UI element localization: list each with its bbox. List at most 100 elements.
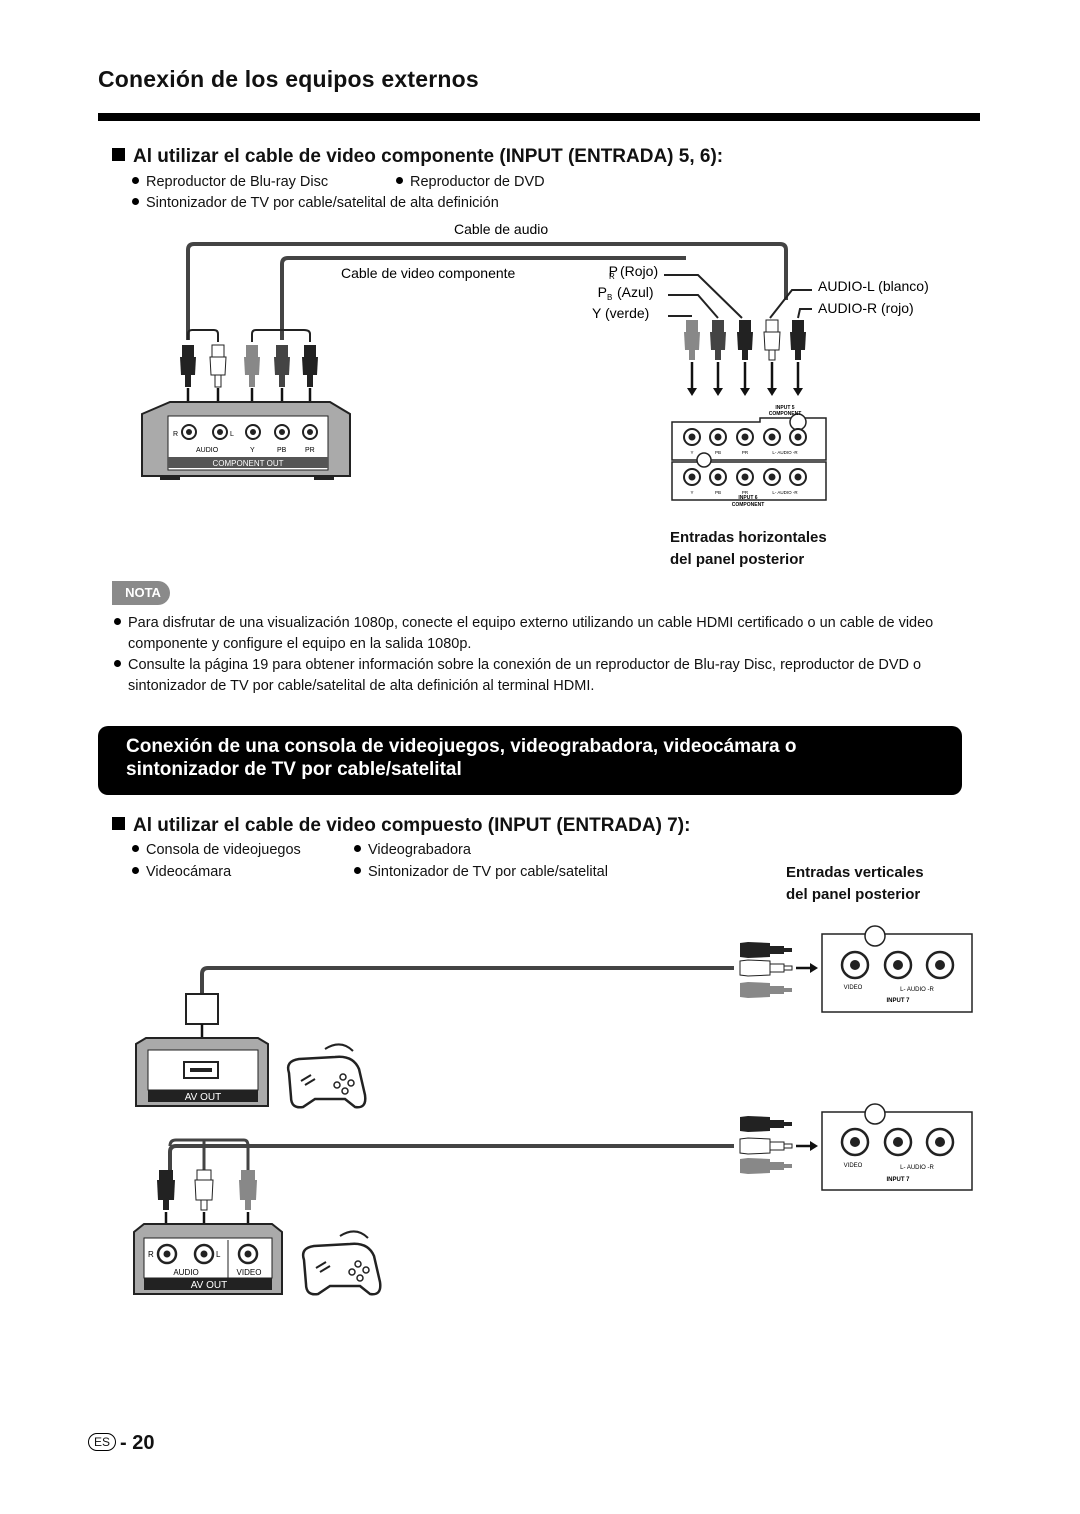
input5-label: INPUT 5 bbox=[775, 405, 794, 411]
vertical-inputs-caption: Entradas verticales del panel posterior bbox=[786, 862, 924, 906]
cable-bundle-lines bbox=[187, 274, 812, 342]
game-console-2 bbox=[133, 1223, 283, 1295]
banner-line: sintonizador de TV por cable/satelital bbox=[126, 759, 462, 780]
input6-component-label: COMPONENT bbox=[732, 502, 765, 508]
device-pb-label: PB bbox=[277, 447, 287, 454]
tv6-y-label: Y bbox=[690, 490, 693, 495]
section1-heading-text: Al utilizar el cable de video componente… bbox=[133, 146, 724, 167]
note-text: Consulte la página 19 para obtener infor… bbox=[128, 657, 922, 694]
device-l-label: L bbox=[230, 431, 234, 438]
cable-split bbox=[168, 1138, 250, 1170]
video-label: VIDEO bbox=[844, 985, 863, 991]
title-rule bbox=[98, 113, 980, 121]
audio-cable bbox=[186, 242, 788, 340]
section-banner: Conexión de una consola de videojuegos, … bbox=[98, 726, 962, 795]
pb-sub-label: B bbox=[607, 293, 612, 302]
section2-heading: Al utilizar el cable de video compuesto … bbox=[112, 815, 690, 837]
input5-component-label: COMPONENT bbox=[769, 411, 802, 417]
component-connection-diagram: R L AUDIO Y PB PR COMPONENT OUT Cable de… bbox=[141, 221, 929, 508]
caption-line: del panel posterior bbox=[670, 551, 805, 568]
arrow-head bbox=[810, 963, 818, 973]
tv-audio-label: L- AUDIO -R bbox=[772, 450, 798, 455]
section2-heading-text: Al utilizar el cable de video compuesto … bbox=[133, 815, 691, 836]
pr-sub-label: R bbox=[609, 272, 615, 281]
tv-pr-label: PR bbox=[742, 450, 749, 455]
page-title: Conexión de los equipos externos bbox=[98, 66, 479, 92]
audio-cable-label: Cable de audio bbox=[454, 221, 548, 237]
tv6-audio-label: L- AUDIO -R bbox=[772, 490, 798, 495]
device-r-label: R bbox=[173, 431, 178, 438]
tv-y-label: Y bbox=[690, 450, 693, 455]
list-item: Reproductor de Blu-ray Disc bbox=[132, 174, 328, 190]
composite-cable-1 bbox=[200, 966, 734, 996]
list-item: Videograbadora bbox=[354, 842, 471, 858]
console-video-label: VIDEO bbox=[237, 1268, 262, 1277]
input7-label: INPUT 7 bbox=[886, 998, 910, 1004]
tv-plugs bbox=[684, 319, 806, 361]
device-component-out-label: COMPONENT OUT bbox=[213, 459, 284, 468]
component-cable-label: Cable de video componente bbox=[341, 265, 516, 281]
tv-vertical-panel-1 bbox=[821, 925, 973, 1013]
gamepad-icon bbox=[286, 1043, 367, 1109]
console2-plugs bbox=[157, 1169, 257, 1211]
tv6-pb-label: PB bbox=[715, 490, 721, 495]
console-audio-label: AUDIO bbox=[173, 1268, 198, 1277]
bullet-icon bbox=[396, 177, 403, 184]
square-bullet-icon bbox=[112, 148, 125, 161]
pb-color-label: (Azul) bbox=[617, 284, 654, 300]
note-item: Para disfrutar de una visualización 1080… bbox=[114, 613, 958, 655]
language-badge: ES bbox=[88, 1433, 117, 1451]
bullet-icon bbox=[354, 867, 361, 874]
input6-label: INPUT 6 bbox=[738, 495, 757, 501]
page-number-dash: - bbox=[120, 1432, 133, 1454]
console-r-label: R bbox=[148, 1250, 154, 1259]
tv-pb-label: PB bbox=[715, 450, 721, 455]
bullet-icon bbox=[354, 845, 361, 852]
page-footer: ES- 20 bbox=[88, 1432, 154, 1455]
bullet-text: Reproductor de Blu-ray Disc bbox=[146, 174, 329, 190]
game-console-1 bbox=[135, 993, 269, 1107]
banner-line: Conexión de una consola de videojuegos, … bbox=[126, 736, 797, 757]
bullet-icon bbox=[132, 845, 139, 852]
device-pr-label: PR bbox=[305, 447, 315, 454]
av-out-label: AV OUT bbox=[191, 1280, 227, 1291]
tv-plug-arrows bbox=[690, 362, 800, 390]
caption-line: Entradas horizontales bbox=[670, 529, 827, 546]
source-device bbox=[141, 401, 351, 480]
bullet-text: Reproductor de DVD bbox=[410, 174, 545, 190]
list-item: Sintonizador de TV por cable/satelital d… bbox=[132, 195, 499, 211]
composite-cable-2 bbox=[168, 1144, 734, 1170]
list-item: Sintonizador de TV por cable/satelital bbox=[354, 864, 608, 880]
bullet-text: Sintonizador de TV por cable/satelital bbox=[368, 864, 608, 880]
tv-plugs-1 bbox=[739, 942, 793, 998]
section1-heading: Al utilizar el cable de video componente… bbox=[112, 146, 723, 168]
tv-component-panel bbox=[671, 413, 827, 501]
bullet-text: Consola de videojuegos bbox=[146, 842, 301, 858]
nota-badge: NOTA bbox=[112, 581, 170, 605]
y-label: Y (verde) bbox=[592, 305, 649, 321]
gamepad-icon bbox=[301, 1230, 382, 1296]
component-cable bbox=[280, 256, 686, 340]
bullet-text: Sintonizador de TV por cable/satelital d… bbox=[146, 195, 499, 211]
list-item: Consola de videojuegos bbox=[132, 842, 301, 858]
square-bullet-icon bbox=[112, 817, 125, 830]
console-l-label: L bbox=[216, 1250, 221, 1259]
tv-arrow-heads bbox=[687, 388, 803, 396]
list-item: Reproductor de DVD bbox=[396, 174, 545, 190]
tv6-pr-label: PR bbox=[742, 490, 749, 495]
bullet-text: Videograbadora bbox=[368, 842, 471, 858]
pr-label: P bbox=[609, 263, 618, 279]
note-item: Consulte la página 19 para obtener infor… bbox=[114, 655, 958, 697]
audio-label: L- AUDIO -R bbox=[900, 1165, 934, 1171]
device-plugs bbox=[180, 344, 318, 388]
bullet-icon bbox=[114, 660, 121, 667]
audio-l-label: AUDIO-L (blanco) bbox=[818, 278, 929, 294]
page-number: 20 bbox=[132, 1432, 155, 1454]
pr-color-label: (Rojo) bbox=[620, 263, 658, 279]
tv-vertical-panel-2 bbox=[821, 1103, 973, 1191]
bullet-icon bbox=[132, 867, 139, 874]
horizontal-inputs-caption: Entradas horizontales del panel posterio… bbox=[670, 527, 827, 571]
bullet-text: Videocámara bbox=[146, 864, 232, 880]
bullet-icon bbox=[114, 618, 121, 625]
device-audio-label: AUDIO bbox=[196, 447, 219, 454]
